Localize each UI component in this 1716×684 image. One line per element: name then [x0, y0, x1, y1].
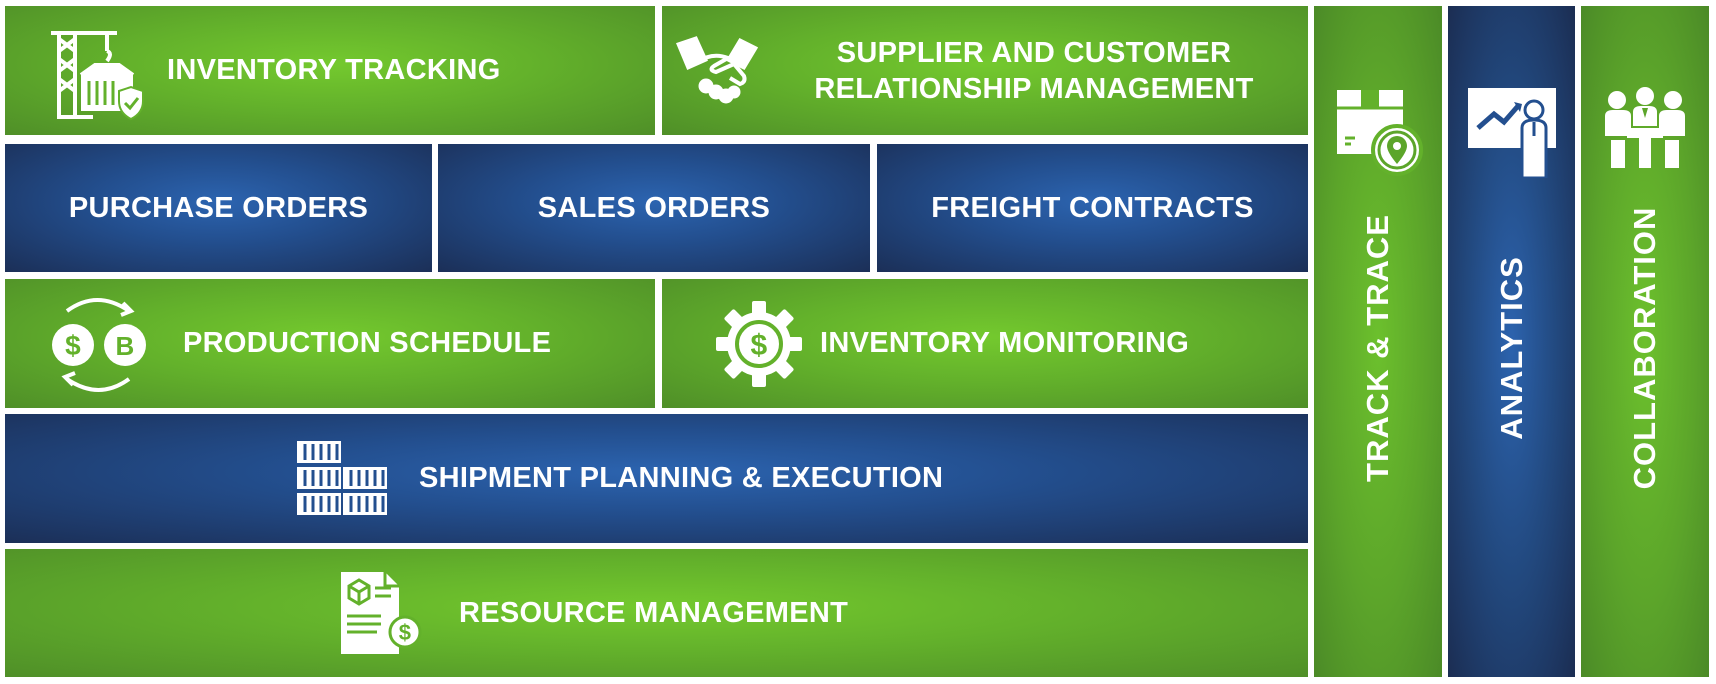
tile-sales-orders[interactable]: SALES ORDERS [438, 144, 870, 272]
presentation-chart-icon [1466, 86, 1558, 183]
dollar-gear-icon: $ [714, 299, 804, 389]
purchase-orders-label: PURCHASE ORDERS [68, 191, 369, 224]
column-analytics[interactable]: ANALYTICS [1448, 6, 1575, 677]
inventory-monitoring-label: INVENTORY MONITORING [820, 327, 1190, 359]
stacked-containers-icon [295, 439, 389, 519]
tile-production-schedule[interactable]: $ B PRODUCTION SCHEDULE [5, 279, 655, 408]
package-location-icon [1333, 86, 1423, 183]
crane-container-shield-icon [45, 19, 145, 123]
team-meeting-icon [1603, 86, 1687, 175]
currency-exchange-icon: $ B [43, 289, 153, 399]
column-track-trace[interactable]: TRACK & TRACE [1314, 6, 1442, 677]
tile-supplier-customer-relationship[interactable]: SUPPLIER AND CUSTOMER RELATIONSHIP MANAG… [662, 6, 1308, 135]
tile-freight-contracts[interactable]: FREIGHT CONTRACTS [877, 144, 1308, 272]
shipment-planning-label: SHIPMENT PLANNING & EXECUTION [419, 462, 944, 494]
tile-shipment-planning-execution[interactable]: SHIPMENT PLANNING & EXECUTION [5, 414, 1308, 543]
supplier-customer-line2: RELATIONSHIP MANAGEMENT [814, 72, 1254, 105]
collaboration-label: COLLABORATION [1627, 206, 1662, 490]
tile-inventory-monitoring[interactable]: $ INVENTORY MONITORING [662, 279, 1308, 408]
invoice-box-dollar-icon: $ [335, 568, 425, 658]
svg-text:$: $ [751, 329, 768, 362]
svg-text:B: B [115, 331, 134, 361]
track-trace-label: TRACK & TRACE [1360, 214, 1395, 482]
tile-purchase-orders[interactable]: PURCHASE ORDERS [5, 144, 432, 272]
supplier-customer-text: SUPPLIER AND CUSTOMER RELATIONSHIP MANAG… [764, 35, 1304, 107]
handshake-icon [676, 34, 758, 108]
column-collaboration[interactable]: COLLABORATION [1581, 6, 1709, 677]
analytics-label: ANALYTICS [1493, 256, 1529, 440]
inventory-tracking-label: INVENTORY TRACKING [167, 54, 501, 86]
freight-contracts-label: FREIGHT CONTRACTS [931, 191, 1254, 224]
tile-resource-management[interactable]: $ RESOURCE MANAGEMENT [5, 549, 1308, 677]
resource-management-label: RESOURCE MANAGEMENT [459, 596, 849, 629]
supplier-customer-line1: SUPPLIER AND CUSTOMER [836, 36, 1232, 69]
tile-inventory-tracking[interactable]: INVENTORY TRACKING [5, 6, 655, 135]
svg-text:$: $ [399, 620, 412, 645]
production-schedule-label: PRODUCTION SCHEDULE [183, 327, 552, 359]
sales-orders-label: SALES ORDERS [537, 191, 771, 224]
svg-text:$: $ [65, 330, 81, 361]
